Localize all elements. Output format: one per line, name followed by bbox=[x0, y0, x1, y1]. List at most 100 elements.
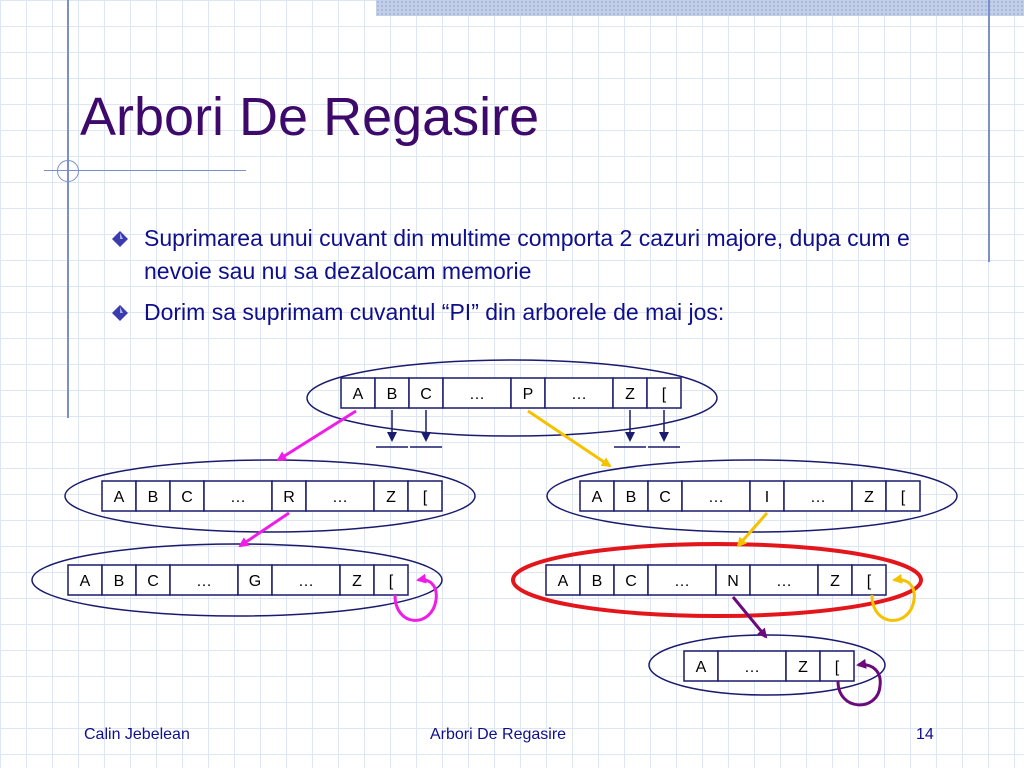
cell-label: G bbox=[249, 573, 261, 590]
cell-label: P bbox=[523, 386, 534, 403]
diamond-bullet-icon bbox=[112, 231, 128, 247]
cell-box bbox=[544, 377, 614, 409]
cell-label: Z bbox=[830, 573, 840, 590]
decorative-title-underline bbox=[44, 170, 246, 171]
self-loop-g bbox=[393, 573, 438, 622]
decorative-top-band bbox=[376, 0, 1024, 16]
cell-box bbox=[819, 650, 855, 682]
footer-title: Arbori De Regasire bbox=[430, 726, 567, 743]
cell-label: [ bbox=[901, 489, 906, 506]
cell-box bbox=[305, 480, 375, 512]
arrow-n-to-leaf bbox=[731, 596, 768, 639]
cell-box bbox=[579, 564, 615, 596]
arrow-root-to-i bbox=[527, 409, 612, 468]
cell-box bbox=[510, 377, 546, 409]
cell-label: [ bbox=[867, 573, 872, 590]
cell-label: B bbox=[114, 573, 125, 590]
cell-box bbox=[647, 480, 683, 512]
decorative-left-vertical-line bbox=[67, 0, 69, 418]
cell-label: [ bbox=[662, 386, 667, 403]
node-i-labels: A B C … I … Z [ bbox=[592, 489, 906, 506]
cell-box bbox=[101, 564, 137, 596]
node-r-labels: A B C … R … Z [ bbox=[114, 489, 428, 506]
cell-label: … bbox=[674, 573, 690, 590]
bullet-text: Dorim sa suprimam cuvantul “PI” din arbo… bbox=[144, 299, 725, 325]
cell-box bbox=[715, 564, 751, 596]
cell-label: C bbox=[625, 573, 637, 590]
cell-label: R bbox=[283, 489, 295, 506]
cell-label: [ bbox=[423, 489, 428, 506]
cell-box bbox=[817, 564, 853, 596]
arrow-root-to-r bbox=[276, 409, 357, 462]
cell-label: A bbox=[353, 386, 364, 403]
cell-box bbox=[169, 564, 239, 596]
cell-label: … bbox=[196, 573, 212, 590]
cell-label: A bbox=[114, 489, 125, 506]
cell-label: Z bbox=[798, 659, 808, 676]
cell-box bbox=[683, 650, 719, 682]
node-n-highlight-ellipse bbox=[511, 542, 923, 618]
cell-box bbox=[681, 480, 751, 512]
decorative-circle bbox=[57, 160, 79, 182]
cell-box bbox=[851, 564, 887, 596]
cell-label: B bbox=[387, 386, 398, 403]
cell-box bbox=[271, 564, 341, 596]
cell-label: B bbox=[626, 489, 637, 506]
bullet-item: Dorim sa suprimam cuvantul “PI” din arbo… bbox=[112, 296, 952, 329]
cell-label: C bbox=[659, 489, 671, 506]
cell-label: B bbox=[592, 573, 603, 590]
cell-label: Z bbox=[625, 386, 635, 403]
self-loop-leaf bbox=[836, 658, 882, 707]
node-root-cells bbox=[340, 377, 682, 409]
cell-box bbox=[237, 564, 273, 596]
cell-box bbox=[340, 377, 376, 409]
cell-label: A bbox=[696, 659, 707, 676]
cell-label: … bbox=[469, 386, 485, 403]
cell-label: … bbox=[744, 659, 760, 676]
cell-box bbox=[613, 480, 649, 512]
cell-label: B bbox=[148, 489, 159, 506]
cell-box bbox=[647, 564, 717, 596]
cell-label: … bbox=[810, 489, 826, 506]
cell-label: [ bbox=[389, 573, 394, 590]
self-loop-n bbox=[870, 573, 916, 622]
cell-box bbox=[407, 480, 443, 512]
node-leaf-cells bbox=[683, 650, 855, 682]
cell-label: … bbox=[332, 489, 348, 506]
cell-label: A bbox=[80, 573, 91, 590]
diamond-bullet-icon bbox=[112, 305, 128, 321]
null-pointer-arrows bbox=[376, 410, 680, 448]
cell-label: … bbox=[571, 386, 587, 403]
cell-box bbox=[373, 480, 409, 512]
cell-label: A bbox=[592, 489, 603, 506]
node-g-ellipse bbox=[31, 543, 443, 617]
cell-box bbox=[339, 564, 375, 596]
cell-label: C bbox=[147, 573, 159, 590]
cell-box bbox=[408, 377, 444, 409]
cell-label: Z bbox=[864, 489, 874, 506]
node-g-labels: A B C … G … Z [ bbox=[80, 573, 394, 590]
cell-label: I bbox=[765, 489, 769, 506]
arrow-i-to-n bbox=[736, 512, 769, 548]
cell-label: Z bbox=[352, 573, 362, 590]
bullet-item: Suprimarea unui cuvant din multime compo… bbox=[112, 222, 952, 288]
cell-label: … bbox=[298, 573, 314, 590]
footer-page-number: 14 bbox=[916, 726, 934, 743]
cell-label: C bbox=[181, 489, 193, 506]
node-r-ellipse bbox=[64, 459, 476, 533]
bullet-text: Suprimarea unui cuvant din multime compo… bbox=[144, 225, 910, 284]
node-n-labels: A B C … N … Z [ bbox=[558, 573, 872, 590]
decorative-right-vertical-line bbox=[988, 0, 990, 262]
cell-label: … bbox=[230, 489, 246, 506]
cell-label: … bbox=[776, 573, 792, 590]
bullet-list: Suprimarea unui cuvant din multime compo… bbox=[112, 222, 952, 337]
footer-author: Calin Jebelean bbox=[84, 726, 190, 743]
cell-label: N bbox=[727, 573, 739, 590]
cell-box bbox=[373, 564, 409, 596]
cell-box bbox=[646, 377, 682, 409]
node-r-cells bbox=[101, 480, 443, 512]
cell-label: … bbox=[708, 489, 724, 506]
node-leaf-labels: A … Z [ bbox=[696, 659, 840, 676]
cell-box bbox=[135, 564, 171, 596]
